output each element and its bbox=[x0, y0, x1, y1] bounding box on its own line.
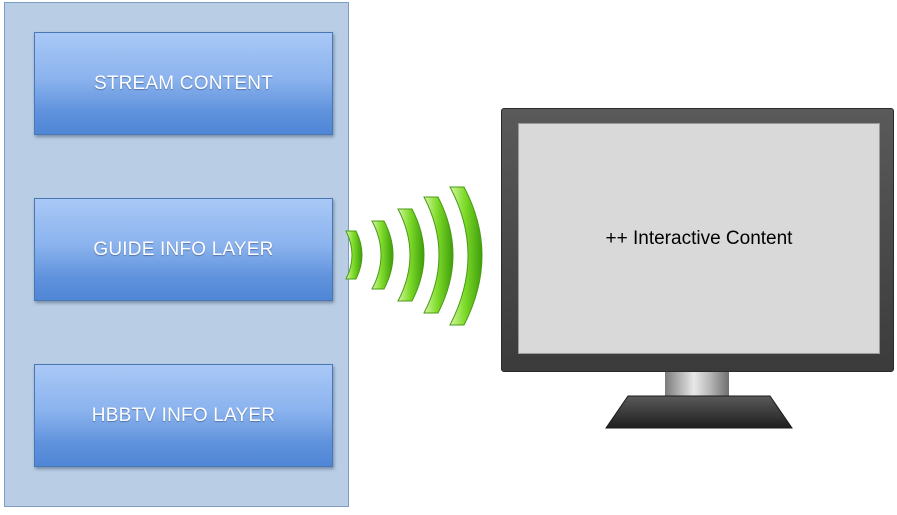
stream-content-box: STREAM CONTENT bbox=[34, 32, 333, 135]
signal-wave-2 bbox=[371, 220, 394, 290]
wifi-signal-icon bbox=[345, 186, 483, 326]
signal-wave-4 bbox=[423, 196, 454, 314]
guide-info-layer-label: GUIDE INFO LAYER bbox=[93, 238, 274, 260]
hbbtv-info-layer-label: HBBTV INFO LAYER bbox=[91, 404, 276, 426]
monitor-icon: ++ Interactive Content bbox=[501, 108, 894, 372]
interactive-content-label: ++ Interactive Content bbox=[605, 228, 793, 249]
signal-wave-1 bbox=[345, 230, 363, 280]
signal-wave-3 bbox=[397, 208, 425, 302]
guide-info-layer-box: GUIDE INFO LAYER bbox=[34, 198, 333, 301]
signal-wave-5 bbox=[449, 186, 483, 326]
tv-screen: ++ Interactive Content bbox=[518, 123, 880, 354]
stream-content-label: STREAM CONTENT bbox=[93, 72, 274, 94]
hbbtv-info-layer-box: HBBTV INFO LAYER bbox=[34, 364, 333, 467]
